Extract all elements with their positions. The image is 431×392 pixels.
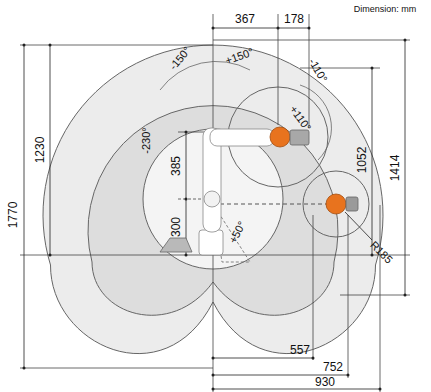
reference-line: [20, 368, 213, 369]
reference-line: [178, 132, 205, 133]
dimension-value: 300: [170, 217, 182, 237]
dashed-pose: [213, 204, 328, 205]
dimension-value: 385: [170, 156, 182, 176]
dimension-value: 752: [323, 361, 343, 373]
leader-line: [345, 212, 372, 240]
extension-line: [380, 205, 381, 392]
wrist-joint: [326, 194, 346, 214]
angle-label: -230°: [140, 127, 151, 153]
extension-line: [278, 14, 279, 125]
reference-line: [340, 295, 410, 296]
reference-line: [213, 40, 410, 41]
dimension-value: 367: [235, 13, 255, 25]
extension-line: [309, 14, 310, 128]
tool-flange: [346, 197, 358, 211]
reference-line: [20, 255, 213, 256]
dimension-value: 178: [284, 13, 304, 25]
gripper-symbol: [160, 238, 192, 252]
dimension-value: 1052: [356, 147, 368, 174]
robot-arm: [210, 129, 274, 146]
extension-line: [348, 215, 349, 378]
dimension-value: 1770: [7, 202, 19, 229]
tool-flange: [290, 130, 309, 145]
unit-note: Dimension: mm: [354, 5, 417, 14]
dimension-value: 557: [290, 344, 310, 356]
dimension-value: 1230: [34, 137, 46, 164]
robot-base: [199, 230, 223, 255]
dimension-ticks: [23, 27, 407, 391]
shoulder-circle: [143, 129, 283, 269]
dimension-lines: [24, 28, 405, 389]
dimension-value: 1414: [389, 155, 401, 182]
wrist-joint: [270, 127, 290, 147]
dimension-value: 930: [315, 376, 335, 388]
extension-line: [313, 215, 314, 360]
robot-joint: [204, 191, 220, 207]
